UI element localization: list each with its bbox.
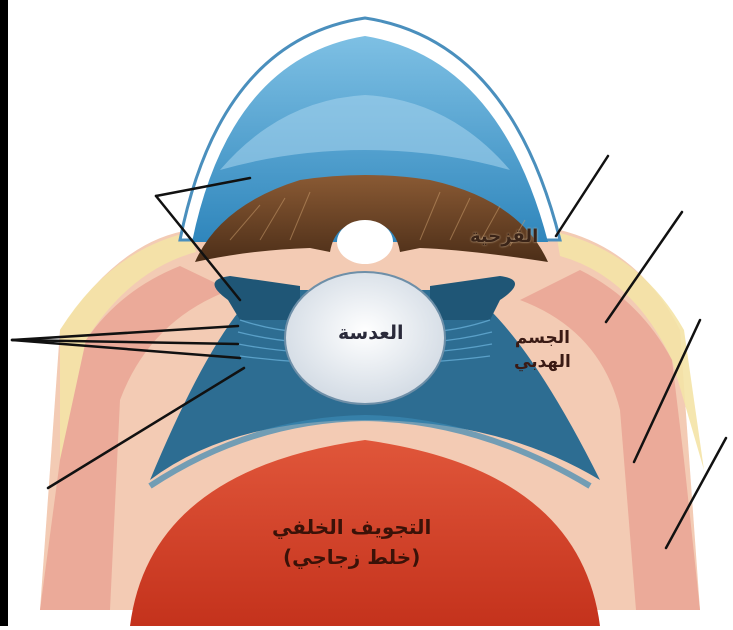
label-cavity-line1: التجويف الخلفي: [272, 512, 431, 542]
label-cavity-line2: (خلط زجاجي): [272, 542, 431, 572]
left-border-bar: [0, 0, 8, 626]
label-iris: القزحية: [470, 226, 538, 247]
label-ciliary-body: الجسم الهدبي: [514, 326, 571, 374]
label-posterior-cavity: التجويف الخلفي (خلط زجاجي): [272, 512, 431, 572]
pupil: [337, 220, 393, 264]
label-ciliary-line1: الجسم: [514, 326, 571, 350]
label-lens: العدسة: [338, 322, 404, 344]
label-ciliary-line2: الهدبي: [514, 350, 571, 374]
leader-cornea-right: [556, 156, 608, 236]
